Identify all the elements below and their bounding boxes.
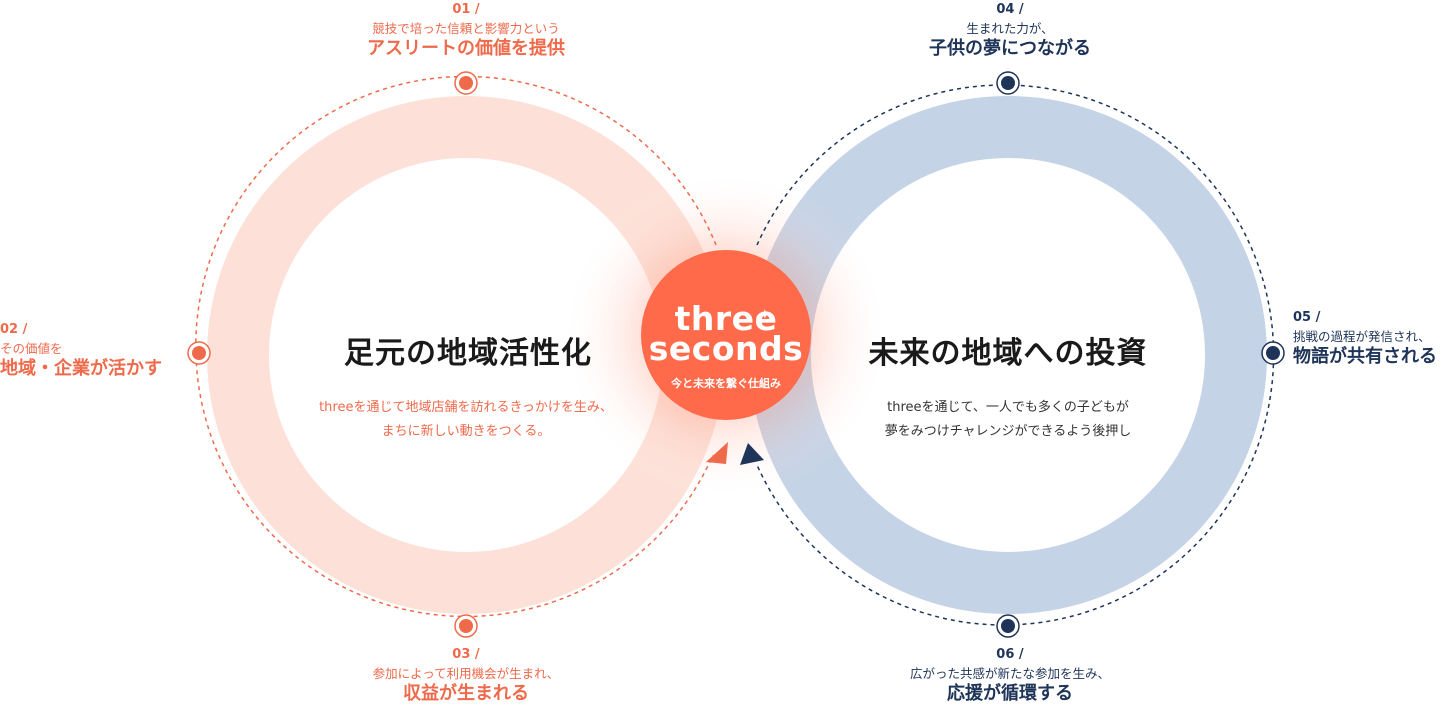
step-01-heading: アスリートの価値を提供 [367, 37, 565, 59]
step-04-number: 04 / [996, 2, 1024, 17]
right-desc-line-1: threeを通じて、一人でも多くの子どもが [887, 400, 1129, 415]
step-03-label: 03 / 参加によって利用機会が生まれ、 収益が生まれる [373, 647, 560, 705]
step-01-subtext: 競技で培った信頼と影響力という [372, 21, 560, 37]
step-05-heading: 物語が共有される [1293, 345, 1437, 367]
step-04-subtext: 生まれた力が、 [966, 21, 1054, 37]
left-circle-title: 足元の地域活性化 [344, 336, 592, 371]
right-circle-title: 未来の地域への投資 [868, 336, 1148, 371]
step-06-heading: 応援が循環する [946, 682, 1073, 704]
step-03-subtext: 参加によって利用機会が生まれ、 [372, 666, 560, 682]
step-05-label: 05 / 挑戦の過程が発信され、 物語が共有される [1293, 310, 1437, 368]
node-04-circle-node-icon [996, 71, 1020, 95]
logo-word-seconds: seconds [648, 329, 804, 368]
logo-word-three: three [674, 299, 778, 338]
node-05-circle-node-icon [1261, 341, 1285, 365]
step-03-heading: 収益が生まれる [402, 682, 529, 704]
step-02-label: 02 / その価値を 地域・企業が活かす [0, 322, 162, 380]
step-06-label: 06 / 広がった共感が新たな参加を生み、 応援が循環する [910, 647, 1110, 705]
step-01-number: 01 / [452, 2, 480, 17]
left-desc-line-1: threeを通じて地域店舗を訪れるきっかけを生み、 [319, 400, 613, 415]
step-02-heading: 地域・企業が活かす [0, 357, 162, 379]
right-dashed-path [756, 84, 1275, 626]
step-06-subtext: 広がった共感が新たな参加を生み、 [909, 666, 1111, 682]
step-02-number: 02 / [0, 322, 28, 337]
node-06-circle-node-icon [996, 614, 1020, 638]
right-triangle-arrow-icon [740, 443, 764, 465]
left-circle-description: threeを通じて地域店舗を訪れるきっかけを生み、 まちに新しい動きをつくる。 [319, 396, 613, 444]
left-desc-line-2: まちに新しい動きをつくる。 [381, 424, 551, 439]
left-triangle-arrow-icon [706, 442, 728, 464]
step-05-subtext: 挑戦の過程が発信され、 [1293, 329, 1431, 345]
node-02-circle-node-icon [187, 341, 211, 365]
left-dashed-path [195, 75, 717, 618]
step-06-number: 06 / [996, 647, 1024, 662]
step-03-number: 03 / [452, 647, 480, 662]
star-icon: ✦ [759, 307, 771, 323]
logo-tagline: 今と未来を繋ぐ仕組み [671, 377, 781, 390]
right-desc-line-2: 夢をみつけチャレンジができるよう後押し [884, 424, 1132, 439]
step-02-subtext: その価値を [0, 341, 63, 357]
step-04-heading: 子供の夢につながる [929, 37, 1091, 59]
three-seconds-logo: three ✦ seconds 今と未来を繋ぐ仕組み [641, 250, 811, 420]
step-04-label: 04 / 生まれた力が、 子供の夢につながる [929, 2, 1091, 60]
step-01-label: 01 / 競技で培った信頼と影響力という アスリートの価値を提供 [367, 2, 565, 60]
right-circle-description: threeを通じて、一人でも多くの子どもが 夢をみつけチャレンジができるよう後押… [885, 396, 1132, 444]
step-05-number: 05 / [1293, 310, 1321, 325]
node-03-circle-node-icon [454, 614, 478, 638]
node-01-circle-node-icon [454, 71, 478, 95]
